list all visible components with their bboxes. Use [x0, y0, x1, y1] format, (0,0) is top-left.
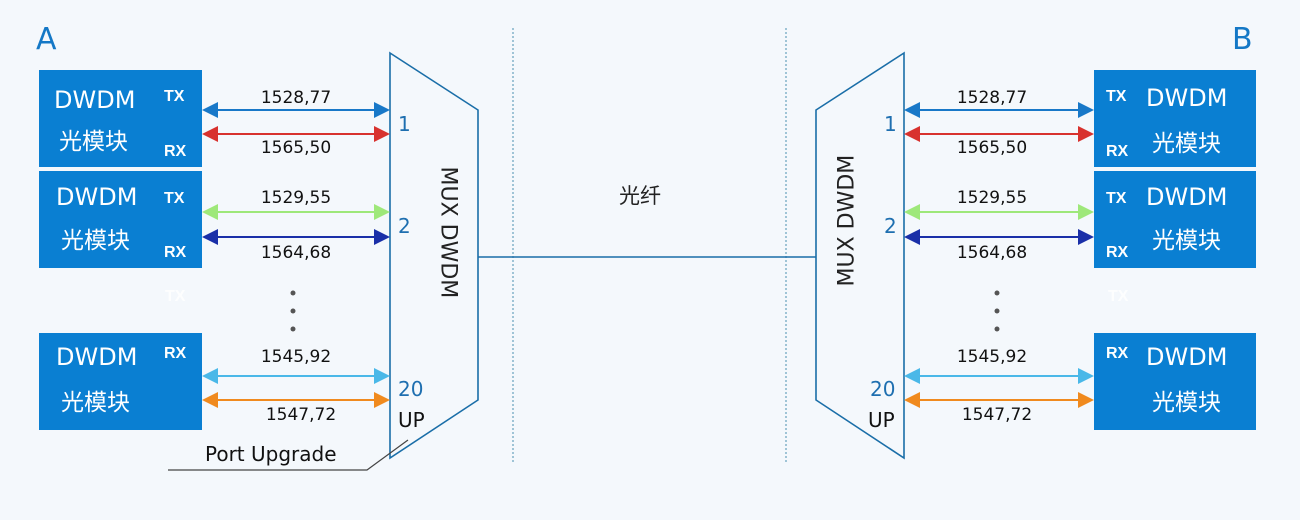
mux-b-port-up: UP — [868, 408, 895, 432]
mux-b-port-20: 20 — [870, 377, 896, 401]
module-title: DWDM — [1146, 343, 1228, 371]
wavelength-a-20-tx: 1545,92 — [260, 347, 332, 367]
module-title: DWDM — [56, 343, 138, 371]
tx-port-label: TX — [1106, 190, 1127, 207]
module-title: DWDM — [56, 183, 138, 211]
mux-a-port-2: 2 — [398, 214, 411, 238]
hidden-tx-label: TX — [165, 288, 186, 305]
module-a-2: DWDM 光模块 TX RX — [39, 171, 202, 268]
mux-left-shape — [389, 51, 479, 460]
rx-port-label: RX — [1106, 143, 1129, 160]
wavelength-b-2-tx: 1529,55 — [956, 188, 1028, 208]
site-a-label: A — [36, 22, 57, 57]
mux-a-port-up: UP — [398, 408, 425, 432]
mux-a-label: MUX DWDM — [435, 166, 461, 299]
module-a-1: DWDM 光模块 TX RX — [39, 70, 202, 167]
mux-b-port-2: 2 — [884, 214, 897, 238]
module-a-20: DWDM 光模块 RX — [39, 333, 202, 430]
rx-port-label: RX — [1106, 244, 1129, 261]
rx-port-label: RX — [164, 244, 187, 261]
module-title: DWDM — [1146, 183, 1228, 211]
wavelength-a-20-rx: 1547,72 — [265, 405, 337, 425]
wavelength-b-1-tx: 1528,77 — [956, 88, 1028, 108]
port-upgrade-callout: Port Upgrade — [205, 442, 337, 466]
rx-port-label: RX — [1106, 345, 1129, 362]
mux-a-port-1: 1 — [398, 112, 411, 136]
module-b-1: TX RX DWDM 光模块 — [1094, 70, 1256, 167]
wavelength-a-2-rx: 1564,68 — [260, 243, 332, 263]
module-b-2: TX RX DWDM 光模块 — [1094, 171, 1256, 268]
wavelength-a-2-tx: 1529,55 — [260, 188, 332, 208]
module-b-20: RX DWDM 光模块 — [1094, 333, 1256, 430]
mux-b-label: MUX DWDM — [834, 154, 860, 287]
tx-port-label: TX — [164, 88, 185, 105]
module-title: DWDM — [1146, 84, 1228, 112]
rx-port-label: RX — [164, 143, 187, 160]
mux-a-port-20: 20 — [398, 377, 424, 401]
module-title: DWDM — [54, 86, 136, 114]
wavelength-b-20-tx: 1545,92 — [956, 347, 1028, 367]
module-subtitle: 光模块 — [61, 390, 130, 416]
wavelength-b-2-rx: 1564,68 — [956, 243, 1028, 263]
wavelength-a-1-tx: 1528,77 — [260, 88, 332, 108]
tx-port-label: TX — [1106, 88, 1127, 105]
tx-port-label: TX — [164, 190, 185, 207]
module-subtitle: 光模块 — [1152, 131, 1221, 157]
module-subtitle: 光模块 — [59, 129, 128, 155]
module-subtitle: 光模块 — [1152, 228, 1221, 254]
rx-port-label: RX — [164, 345, 187, 362]
wavelength-a-1-rx: 1565,50 — [260, 138, 332, 158]
module-subtitle: 光模块 — [1152, 390, 1221, 416]
port-upgrade-leader — [168, 439, 409, 471]
fiber-label: 光纤 — [619, 184, 661, 208]
wavelength-b-20-rx: 1547,72 — [961, 405, 1033, 425]
mux-b-port-1: 1 — [884, 112, 897, 136]
mux-right-shape — [815, 51, 905, 460]
site-b-label: B — [1232, 22, 1253, 57]
hidden-tx-label: TX — [1108, 288, 1129, 305]
wavelength-b-1-rx: 1565,50 — [956, 138, 1028, 158]
module-subtitle: 光模块 — [61, 228, 130, 254]
